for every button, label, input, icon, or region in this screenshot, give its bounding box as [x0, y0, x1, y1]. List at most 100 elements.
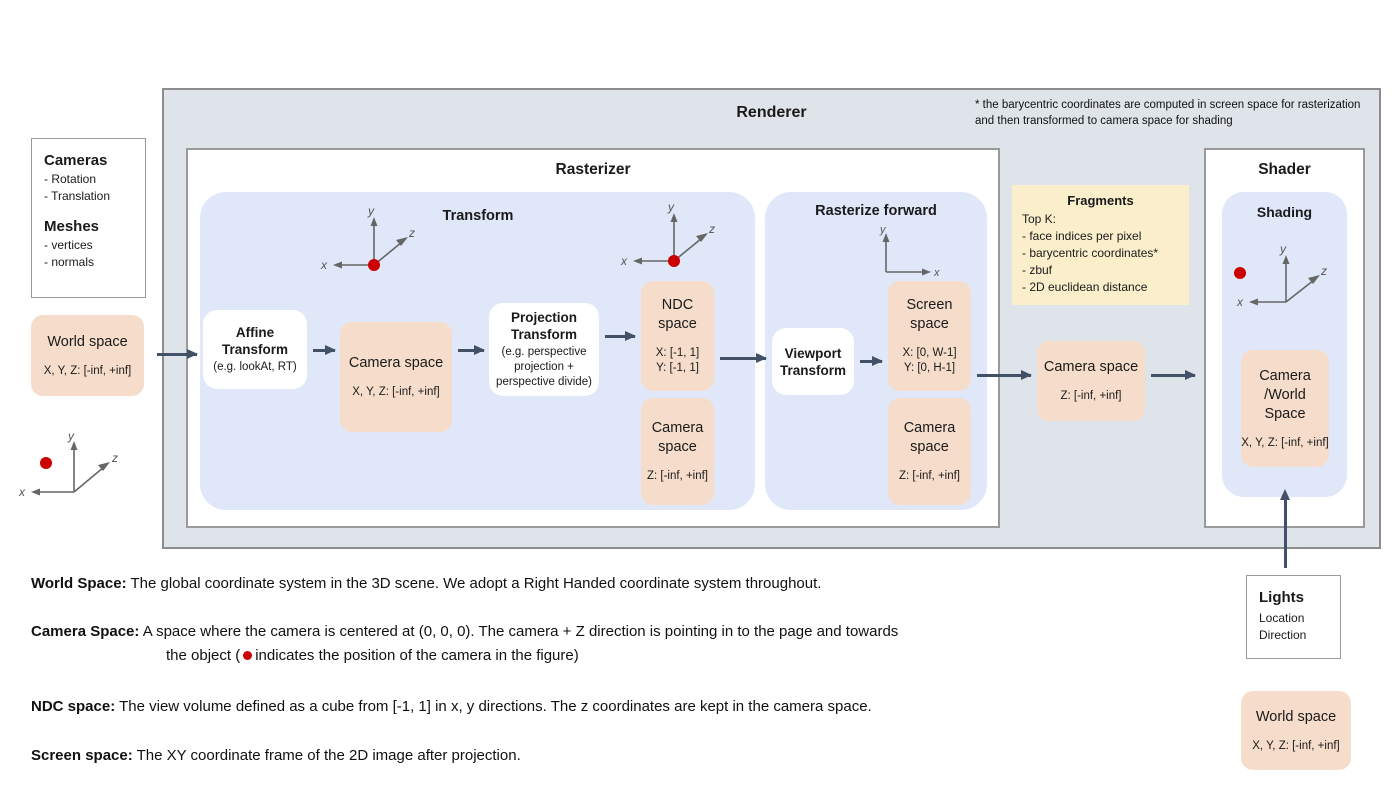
- description-camera-space-line2-after: indicates the position of the camera in …: [255, 647, 579, 664]
- axis-gizmo-transform-out: y x z: [620, 200, 715, 268]
- arrow-projection-to-ndc: [605, 331, 636, 341]
- affine-title-line2: Transform: [221, 342, 289, 357]
- cameras-heading: Cameras: [44, 152, 108, 169]
- rasterize-forward-title: Rasterize forward: [815, 203, 937, 219]
- projection-subtitle-line1: (e.g. perspective: [501, 346, 587, 358]
- screen-range-x: X: [0, W-1]: [902, 347, 957, 359]
- camera-dot-icon: [243, 650, 253, 660]
- node-affine-transform: Affine Transform (e.g. lookAt, RT): [203, 310, 307, 389]
- node-camera-space-screen-z: Camera space Z: [-inf, +inf]: [888, 398, 971, 505]
- meshes-heading: Meshes: [44, 218, 100, 235]
- arrow-world-to-affine: [157, 349, 198, 359]
- viewport-title-line2: Transform: [779, 362, 847, 378]
- fragments-item-face-indices: - face indices per pixel: [1022, 229, 1142, 243]
- axis-gizmo-world: y x z: [18, 429, 118, 499]
- lights-item-direction: Direction: [1259, 628, 1307, 642]
- description-ndc-space: NDC space: The view volume defined as a …: [31, 696, 1141, 717]
- affine-subtitle: (e.g. lookAt, RT): [213, 361, 297, 373]
- screen-range-y: Y: [0, H-1]: [903, 362, 956, 374]
- arrow-camera-space-to-projection: [458, 345, 485, 355]
- description-ndc-space-term: NDC space:: [31, 698, 116, 715]
- description-world-space: World Space: The global coordinate syste…: [31, 573, 1141, 594]
- viewport-title-line1: Viewport: [784, 345, 842, 361]
- ndc-range-y: Y: [-1, 1]: [656, 362, 699, 374]
- meshes-item-vertices: - vertices: [44, 238, 93, 252]
- fragments-item-zbuf: - zbuf: [1022, 263, 1053, 277]
- description-screen-space-text: The XY coordinate frame of the 2D image …: [136, 747, 521, 764]
- axis-gizmo-screen: y x: [879, 226, 940, 279]
- svg-text:x: x: [320, 258, 328, 272]
- camera-space-ndc-title-line2: space: [658, 439, 697, 455]
- svg-text:x: x: [933, 267, 940, 279]
- node-world-space-range: X, Y, Z: [-inf, +inf]: [43, 364, 132, 377]
- projection-title-line2: Transform: [510, 327, 578, 342]
- fragments-lead: Top K:: [1022, 212, 1057, 226]
- svg-text:x: x: [1236, 295, 1244, 309]
- camera-space-transform-range: X, Y, Z: [-inf, +inf]: [352, 386, 440, 398]
- description-camera-space-line2-before: the object (: [166, 647, 241, 664]
- shading-title: Shading: [1256, 204, 1313, 220]
- description-world-space-text: The global coordinate system in the 3D s…: [130, 575, 822, 592]
- svg-text:z: z: [111, 451, 118, 465]
- arrow-ndc-to-viewport: [720, 353, 767, 363]
- fragments-item-barycentric: - barycentric coordinates*: [1022, 246, 1159, 260]
- camera-space-screen-range: Z: [-inf, +inf]: [898, 470, 961, 482]
- axis-gizmo-transform-in: y x z: [320, 204, 415, 272]
- camera-world-title-line1: Camera: [1259, 367, 1311, 384]
- node-camera-space-transform: Camera space X, Y, Z: [-inf, +inf]: [340, 322, 452, 432]
- svg-text:z: z: [708, 222, 715, 236]
- svg-text:z: z: [408, 226, 415, 240]
- lights-world-space-title: World space: [1255, 708, 1337, 725]
- lights-world-space-range: X, Y, Z: [-inf, +inf]: [1252, 739, 1340, 752]
- svg-text:x: x: [620, 254, 628, 268]
- arrow-screen-to-camera-space: [977, 370, 1032, 380]
- affine-title-line1: Affine: [235, 325, 275, 340]
- projection-subtitle-line3: perspective divide): [496, 376, 592, 388]
- description-camera-space-text: A space where the camera is centered at …: [142, 623, 899, 640]
- screen-title-line2: space: [910, 316, 949, 332]
- camera-world-range: X, Y, Z: [-inf, +inf]: [1241, 436, 1329, 449]
- camera-space-screen-title-line2: space: [910, 439, 949, 455]
- node-world-space: World space X, Y, Z: [-inf, +inf]: [31, 315, 144, 396]
- arrow-lights-to-shader: [1279, 489, 1290, 568]
- node-screen-space: Screen space X: [0, W-1] Y: [0, H-1]: [888, 281, 971, 391]
- post-raster-camera-space-title: Camera space: [1043, 359, 1139, 375]
- camera-space-screen-title-line1: Camera: [903, 420, 956, 436]
- description-camera-space-line2: the object ( indicates the position of th…: [166, 647, 1146, 664]
- arrow-camera-space-to-shader: [1151, 370, 1196, 380]
- description-ndc-space-text: The view volume defined as a cube from […: [119, 698, 872, 715]
- axis-gizmo-shading: y x z: [1234, 242, 1327, 309]
- node-world-space-title: World space: [47, 333, 128, 350]
- ndc-title-line1: NDC: [661, 297, 694, 313]
- description-screen-space: Screen space: The XY coordinate frame of…: [31, 745, 1141, 766]
- camera-space-ndc-range: Z: [-inf, +inf]: [646, 470, 709, 482]
- svg-text:y: y: [879, 226, 887, 236]
- arrow-affine-to-camera-space: [313, 345, 336, 355]
- node-viewport-transform: Viewport Transform: [772, 328, 854, 395]
- transform-title: Transform: [442, 208, 514, 224]
- description-screen-space-term: Screen space:: [31, 747, 133, 764]
- description-world-space-term: World Space:: [31, 575, 127, 592]
- fragments-title: Fragments: [1067, 193, 1134, 208]
- ndc-title-line2: space: [658, 316, 697, 332]
- svg-text:y: y: [367, 204, 375, 218]
- node-camera-world-space: Camera /World Space X, Y, Z: [-inf, +inf…: [1241, 350, 1329, 467]
- meshes-item-normals: - normals: [44, 255, 95, 269]
- camera-world-title-line3: Space: [1264, 405, 1306, 422]
- cameras-item-translation: - Translation: [44, 189, 111, 203]
- cameras-meshes-box: Cameras - Rotation - Translation Meshes …: [31, 138, 146, 298]
- svg-text:y: y: [67, 429, 75, 443]
- shader-title: Shader: [1258, 161, 1311, 178]
- svg-text:y: y: [667, 200, 675, 214]
- node-ndc-space: NDC space X: [-1, 1] Y: [-1, 1]: [641, 281, 714, 391]
- post-raster-camera-space-range: Z: [-inf, +inf]: [1060, 390, 1122, 402]
- fragments-item-euclidean-distance: - 2D euclidean distance: [1022, 280, 1148, 294]
- screen-title-line1: Screen: [906, 297, 953, 313]
- rasterizer-title: Rasterizer: [555, 161, 631, 178]
- camera-space-ndc-title-line1: Camera: [651, 420, 704, 436]
- svg-text:y: y: [1279, 242, 1287, 256]
- renderer-title: Renderer: [736, 104, 807, 121]
- camera-space-transform-title: Camera space: [348, 355, 444, 371]
- lights-item-location: Location: [1259, 611, 1305, 625]
- arrow-viewport-to-screen: [860, 356, 883, 366]
